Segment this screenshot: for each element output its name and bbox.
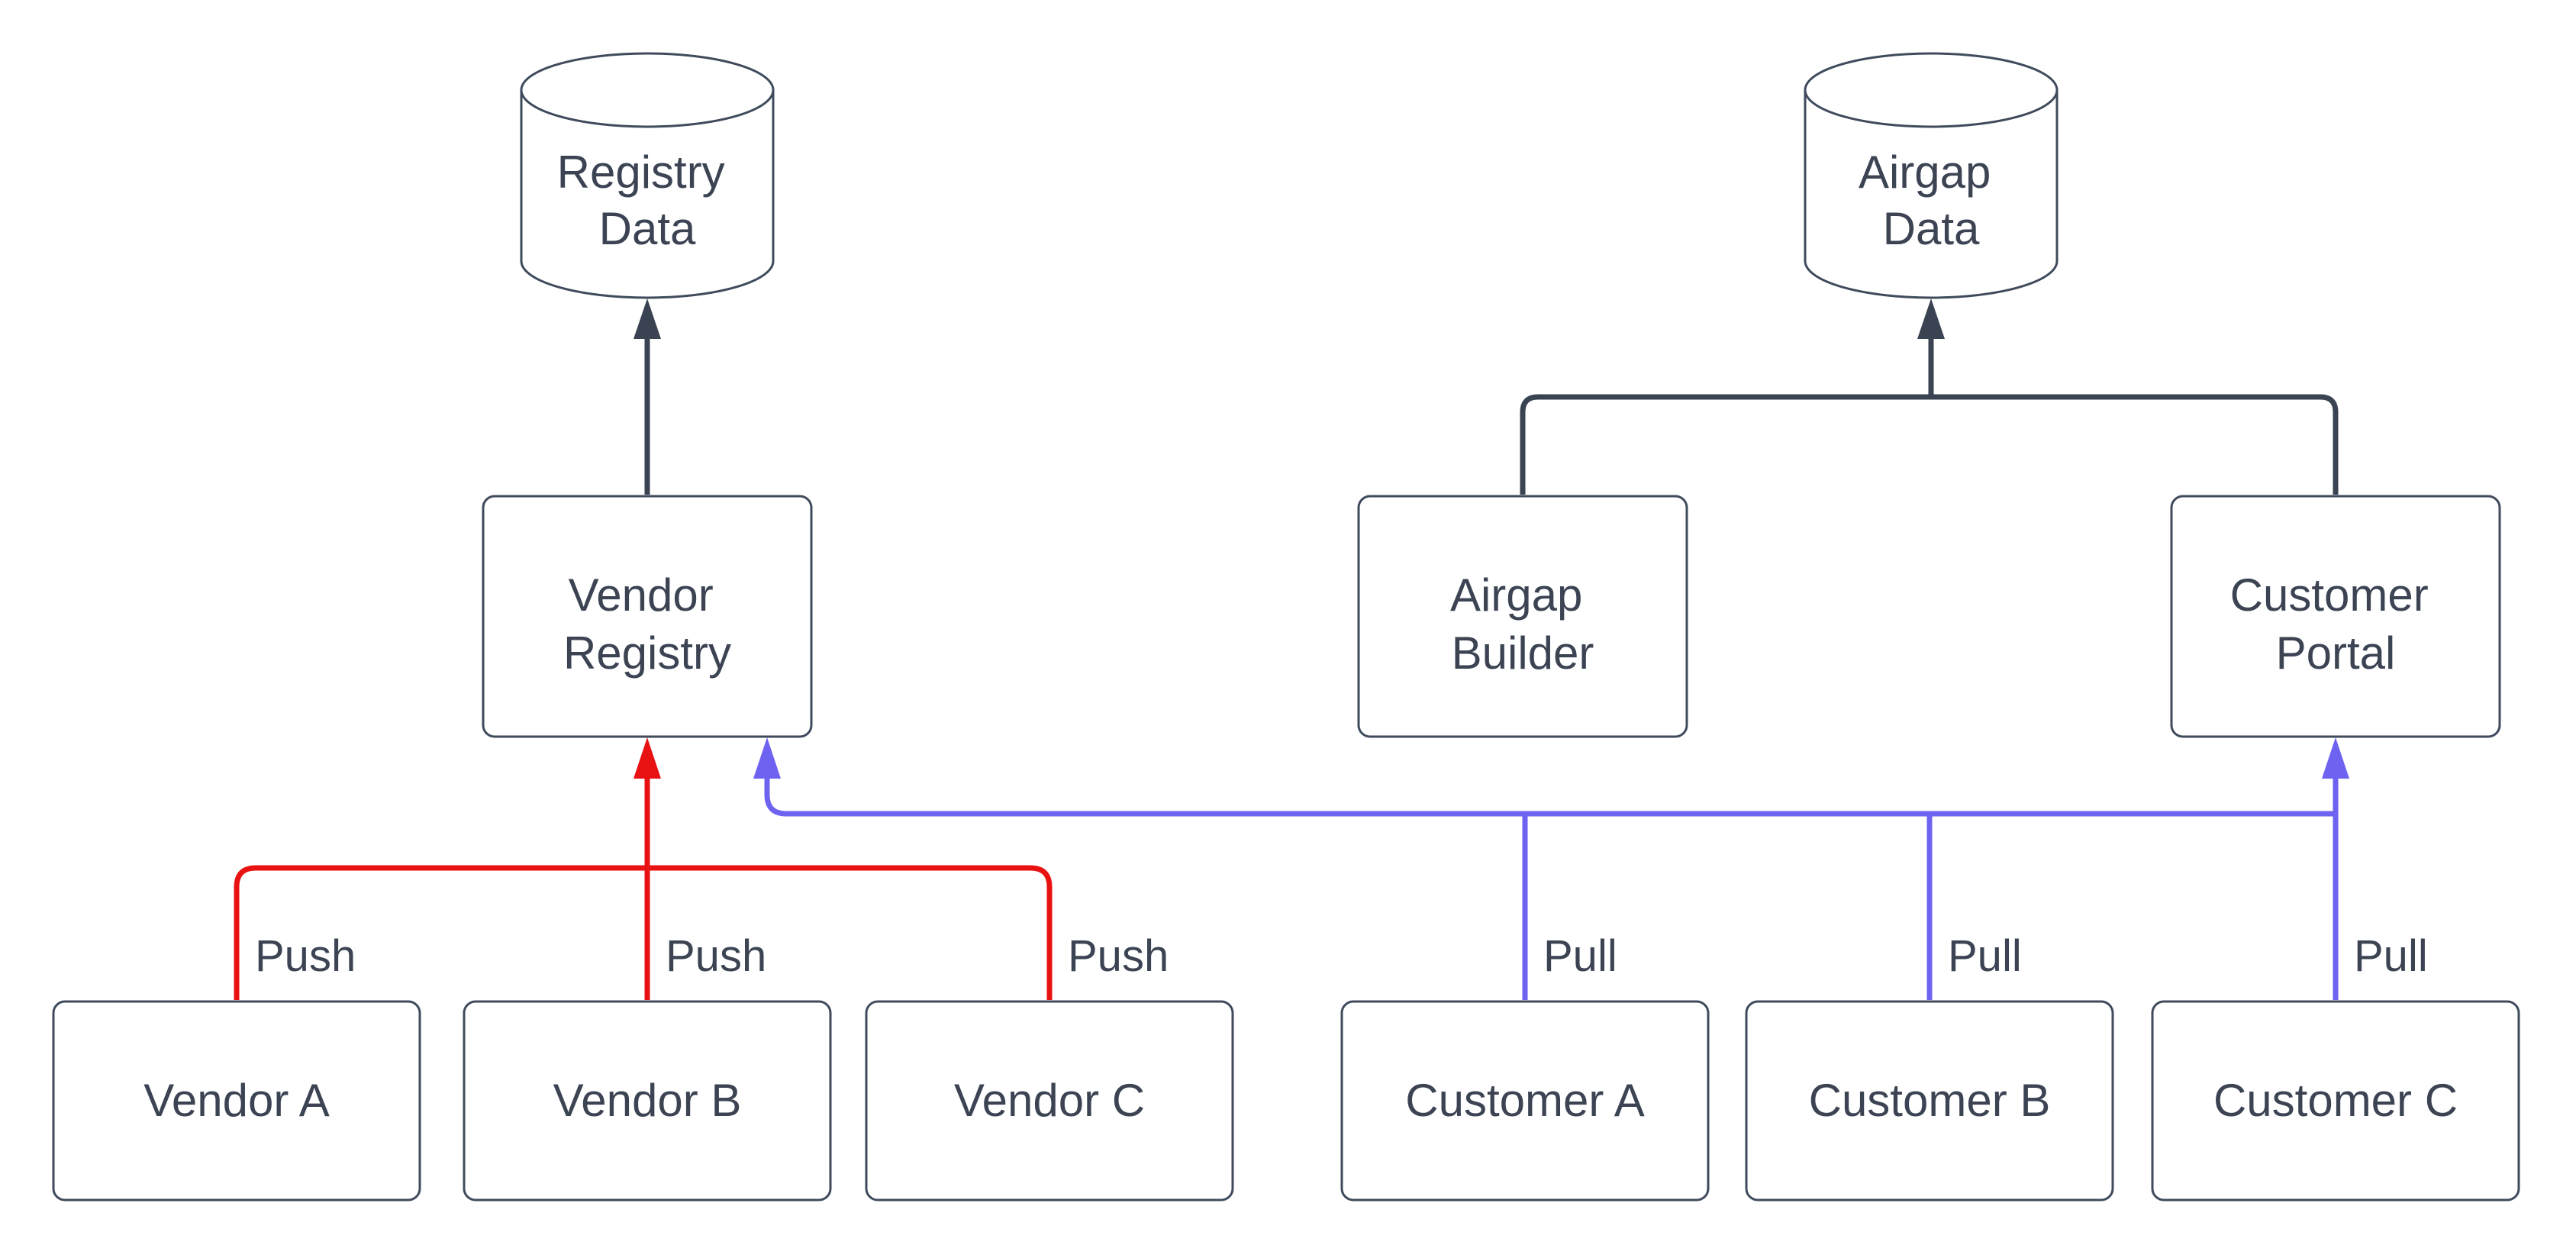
- node-label: Airgap Builder: [1450, 569, 1595, 679]
- node-vendor-registry: Vendor Registry: [482, 495, 813, 738]
- node-label: Customer A: [1405, 1075, 1644, 1126]
- node-airgap-data: Airgap Data: [1804, 52, 2059, 299]
- node-airgap-builder: Airgap Builder: [1357, 495, 1688, 738]
- node-vendor-c: Vendor C: [865, 1000, 1234, 1202]
- cylinder-icon: [520, 89, 775, 299]
- node-customer-portal: Customer Portal: [2170, 495, 2501, 738]
- node-label: Customer C: [2213, 1075, 2458, 1126]
- node-registry-data: Registry Data: [520, 52, 775, 299]
- process-box: [2151, 1000, 2520, 1202]
- cylinder-icon: [1804, 89, 2059, 299]
- node-label: Vendor A: [143, 1075, 330, 1126]
- node-label: Customer Portal: [2230, 569, 2442, 679]
- pull-arrowhead: [753, 737, 781, 779]
- process-box: [52, 1000, 421, 1202]
- pull-edges: [753, 737, 2349, 1000]
- node-label: Vendor B: [553, 1075, 742, 1126]
- process-box: [1745, 1000, 2114, 1202]
- process-box: [865, 1000, 1234, 1202]
- process-box: [463, 1000, 832, 1202]
- pull-edge-label: Pull: [1948, 931, 2022, 981]
- cylinder-top-icon: [1804, 52, 2059, 128]
- process-box: [2170, 495, 2501, 738]
- node-customer-c: Customer C: [2151, 1000, 2520, 1202]
- store-arrowhead: [634, 298, 661, 339]
- store-arrowhead: [1917, 298, 1945, 339]
- push-bus: [234, 865, 1053, 1000]
- node-vendor-a: Vendor A: [52, 1000, 421, 1202]
- push-edges: [234, 737, 1053, 1000]
- cylinder-top-icon: [520, 52, 775, 128]
- pull-edge-label: Pull: [2354, 931, 2428, 981]
- store-write-edges: [634, 298, 2339, 495]
- node-customer-a: Customer A: [1340, 1000, 1710, 1202]
- pull-bus: [764, 777, 2336, 817]
- process-box: [482, 495, 813, 738]
- node-label: Customer B: [1809, 1075, 2051, 1126]
- node-label: Registry Data: [557, 147, 738, 254]
- push-arrowhead: [634, 737, 661, 779]
- push-edge-label: Push: [255, 931, 356, 981]
- node-label: Vendor C: [954, 1075, 1145, 1126]
- push-edge-label: Push: [1068, 931, 1169, 981]
- node-label: Airgap Data: [1859, 147, 2004, 254]
- node-customer-b: Customer B: [1745, 1000, 2114, 1202]
- process-box: [1357, 495, 1688, 738]
- push-edge-label: Push: [666, 931, 766, 981]
- edge-labels: Push Push Push Pull Pull Pull: [255, 931, 2428, 981]
- node-label: Vendor Registry: [563, 569, 731, 679]
- pull-edge-label: Pull: [1543, 931, 1617, 981]
- pull-arrowhead: [2322, 737, 2349, 779]
- node-vendor-b: Vendor B: [463, 1000, 832, 1202]
- process-box: [1340, 1000, 1710, 1202]
